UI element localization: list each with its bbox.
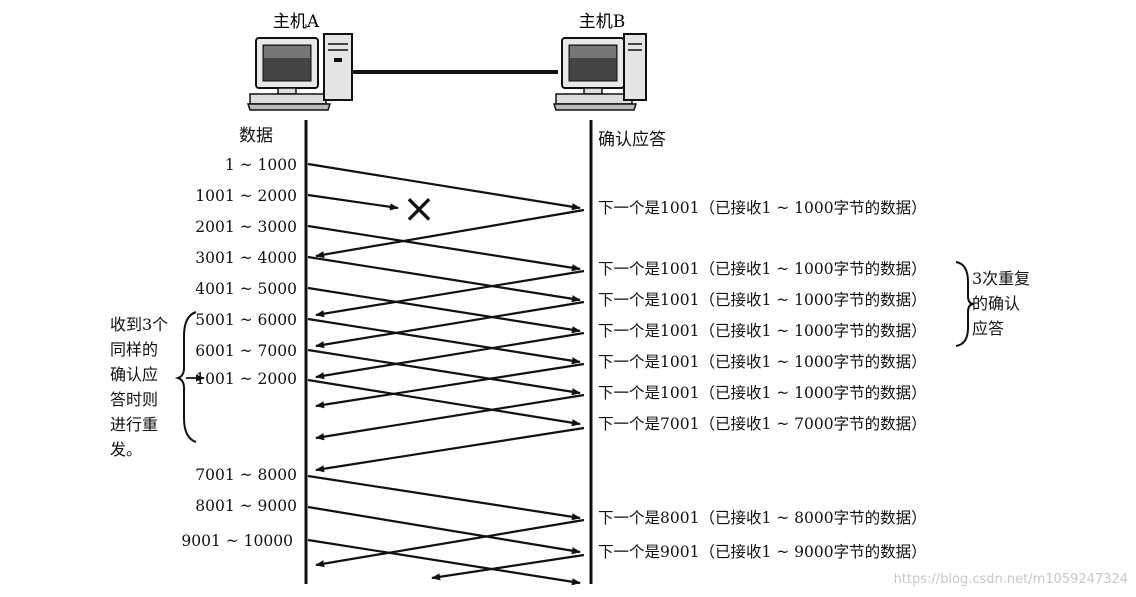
data-arrow [307,505,581,555]
ack-arrow [431,553,585,581]
retransmit-note: 收到3个 同样的 确认应 答时则 进行重 发。 [110,315,168,459]
ack-label: 下一个是1001（已接收1 ~ 1000字节的数据） [598,384,927,402]
host-a-computer-icon [246,33,353,111]
duplicate-ack-note: 3次重复 的确认 应答 [972,269,1030,338]
ack-arrow [315,426,585,473]
note-line: 进行重 [110,415,158,434]
segment-label: 8001 ~ 9000 [195,497,297,515]
ack-arrow [315,331,585,380]
host-a-label: 主机A [273,12,320,32]
ack-arrow [315,300,585,349]
ack-label: 下一个是1001（已接收1 ~ 1000字节的数据） [598,260,927,278]
segment-label: 1001 ~ 2000 [195,370,297,388]
host-b-computer-icon [552,33,647,111]
ack-label: 下一个是1001（已接收1 ~ 1000字节的数据） [598,322,927,340]
data-column-header: 数据 [239,126,273,146]
note-line: 3次重复 [972,269,1030,288]
segment-label: 1 ~ 1000 [225,156,297,174]
ack-arrows [315,208,585,581]
note-line: 的确认 [972,294,1020,313]
data-arrow [307,317,581,365]
ack-label: 下一个是1001（已接收1 ~ 1000字节的数据） [598,291,927,309]
ack-column-header: 确认应答 [598,130,666,150]
note-line: 同样的 [110,340,158,359]
ack-arrow [315,393,585,441]
segment-label: 4001 ~ 5000 [195,280,297,298]
ack-arrow [315,518,585,568]
duplicate-ack-brace [955,261,975,347]
retransmit-brace [174,311,197,443]
segment-label: 1001 ~ 2000 [195,187,297,205]
segment-label: 2001 ~ 3000 [195,218,297,236]
segment-label: 7001 ~ 8000 [195,466,297,484]
note-line: 确认应 [110,365,158,384]
watermark-text: https://blog.csdn.net/m1059247324 [894,572,1128,587]
ack-labels: 下一个是1001（已接收1 ~ 1000字节的数据） 下一个是1001（已接收1… [598,199,927,561]
data-segment-labels: 1 ~ 1000 1001 ~ 2000 2001 ~ 3000 3001 ~ … [181,156,297,550]
ack-label: 下一个是8001（已接收1 ~ 8000字节的数据） [598,509,927,527]
ack-label: 下一个是9001（已接收1 ~ 9000字节的数据） [598,543,927,561]
data-arrow [307,162,581,211]
data-arrow [307,538,581,586]
segment-label: 9001 ~ 10000 [181,532,293,550]
ack-label: 下一个是1001（已接收1 ~ 1000字节的数据） [598,353,927,371]
ack-arrow [315,362,585,409]
note-line: 发。 [110,440,142,459]
lost-packet-x-icon: × [402,186,436,232]
host-b-label: 主机B [579,12,626,32]
ack-arrow [315,269,585,318]
data-arrow-lost [307,193,399,211]
note-line: 答时则 [110,390,158,409]
ack-label: 下一个是7001（已接收1 ~ 7000字节的数据） [598,415,927,433]
data-arrows [307,162,581,586]
segment-label: 5001 ~ 6000 [195,311,297,329]
data-arrow [307,255,581,303]
ack-arrow [315,208,585,259]
note-line: 应答 [972,319,1004,338]
data-arrow [307,224,581,272]
ack-label: 下一个是1001（已接收1 ~ 1000字节的数据） [598,199,927,217]
note-line: 收到3个 [110,315,168,334]
data-arrow-retransmit [307,378,581,427]
segment-label: 6001 ~ 7000 [195,342,297,360]
data-arrow [307,348,581,396]
data-arrow [307,474,581,521]
segment-label: 3001 ~ 4000 [195,249,297,267]
data-arrow [307,286,581,334]
